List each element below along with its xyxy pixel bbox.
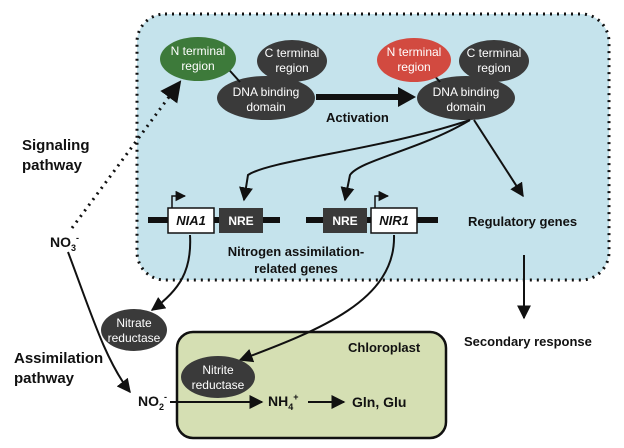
- nia1-gene-box: [167, 207, 215, 234]
- activation-label: Activation: [326, 110, 389, 125]
- nitrate-label: NO3-: [50, 233, 79, 253]
- active-dna-binding-domain: [417, 76, 515, 120]
- inactive-transcription-factor: N terminal region C terminal region DNA …: [160, 37, 327, 120]
- arrow-to-nre-left: [239, 119, 471, 202]
- svg-text:NO3-: NO3-: [50, 233, 79, 253]
- secondary-response-label: Secondary response: [464, 334, 592, 349]
- svg-text:NH4+: NH4+: [268, 392, 299, 412]
- signaling-pathway-line1: Signaling: [22, 137, 90, 154]
- arrow-to-nre-right: [340, 119, 471, 202]
- inactive-c-terminal-line1: C terminal: [265, 46, 320, 60]
- nitrogen-genes-label-line2: related genes: [254, 261, 338, 276]
- nre-left-label: NRE: [228, 214, 253, 228]
- chloroplast-label: Chloroplast: [348, 340, 421, 355]
- inactive-dna-binding-line1: DNA binding: [233, 85, 300, 99]
- arrow-to-regulatory-genes: [473, 119, 524, 198]
- inactive-n-terminal-line1: N terminal: [171, 44, 226, 58]
- assimilation-pathway-line2: pathway: [14, 370, 75, 387]
- active-c-terminal-line2: region: [477, 61, 510, 75]
- nitrate-reductase-line2: reductase: [108, 331, 161, 345]
- nir1-gene-box: [370, 207, 418, 234]
- assimilation-pathway-line1: Assimilation: [14, 350, 103, 367]
- inactive-dna-binding-domain: [217, 76, 315, 120]
- active-n-terminal-line2: region: [397, 60, 430, 74]
- inactive-n-terminal-line2: region: [181, 59, 214, 73]
- nitrite-reductase-enzyme: [181, 356, 255, 398]
- nre-left-box: [219, 208, 263, 233]
- nitrate-reductase-line1: Nitrate: [116, 316, 152, 330]
- signaling-pathway-line2: pathway: [22, 157, 83, 174]
- assimilation-arrow: [67, 251, 131, 394]
- nir1-to-nitrite-reductase-arrow: [238, 234, 396, 363]
- nir1-tss-arrow: [374, 190, 390, 208]
- nitrite-reductase-line1: Nitrite: [202, 363, 234, 377]
- active-transcription-factor: N terminal region C terminal region DNA …: [377, 38, 529, 120]
- nitrogen-genes-label-line1: Nitrogen assimilation-: [228, 244, 365, 259]
- nitrite-reductase-line2: reductase: [192, 378, 245, 392]
- nia1-tss-arrow: [171, 190, 187, 208]
- active-n-terminal-line1: N terminal: [387, 45, 442, 59]
- inactive-c-terminal-region: [257, 40, 327, 82]
- svg-text:NO2-: NO2-: [138, 392, 167, 412]
- active-c-terminal-line1: C terminal: [467, 46, 522, 60]
- ammonium-label: NH4+: [268, 392, 299, 412]
- active-c-terminal-region: [459, 40, 529, 82]
- nitrite-label: NO2-: [138, 392, 167, 412]
- active-dna-binding-line1: DNA binding: [433, 85, 500, 99]
- gln-glu-label: Gln, Glu: [352, 394, 406, 410]
- inactive-dna-binding-line2: domain: [246, 100, 285, 114]
- nre-right-label: NRE: [332, 214, 357, 228]
- active-dna-binding-line2: domain: [446, 100, 485, 114]
- inactive-n-terminal-region: [160, 37, 236, 81]
- nia1-gene-label: NIA1: [176, 213, 206, 228]
- active-n-terminal-region: [377, 38, 451, 82]
- regulatory-genes-label: Regulatory genes: [468, 214, 577, 229]
- inactive-c-terminal-line2: region: [275, 61, 308, 75]
- nir1-gene-label: NIR1: [379, 213, 409, 228]
- nitrate-reductase-enzyme: [101, 309, 167, 351]
- nia1-to-nitrate-reductase-arrow: [150, 234, 192, 311]
- nre-right-box: [323, 208, 367, 233]
